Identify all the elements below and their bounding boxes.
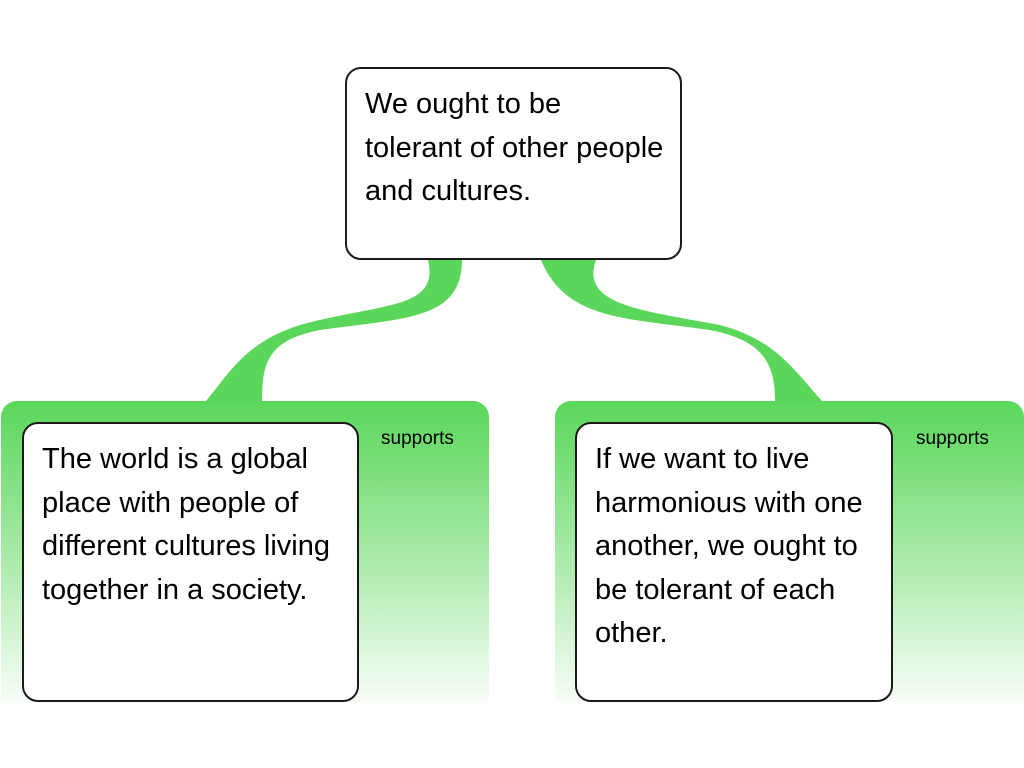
relation-label-2: supports [916, 428, 989, 449]
reason-text-1: The world is a global place with people … [42, 443, 331, 606]
connector-left [206, 260, 462, 401]
reason-box-1[interactable]: The world is a global place with people … [22, 422, 359, 702]
reason-box-2[interactable]: If we want to live harmonious with one a… [575, 422, 893, 702]
connector-right [541, 260, 822, 401]
claim-text: We ought to be tolerant of other people … [365, 88, 664, 207]
relation-label-1: supports [381, 428, 454, 449]
reason-text-2: If we want to live harmonious with one a… [595, 443, 863, 649]
claim-box[interactable]: We ought to be tolerant of other people … [345, 67, 682, 260]
